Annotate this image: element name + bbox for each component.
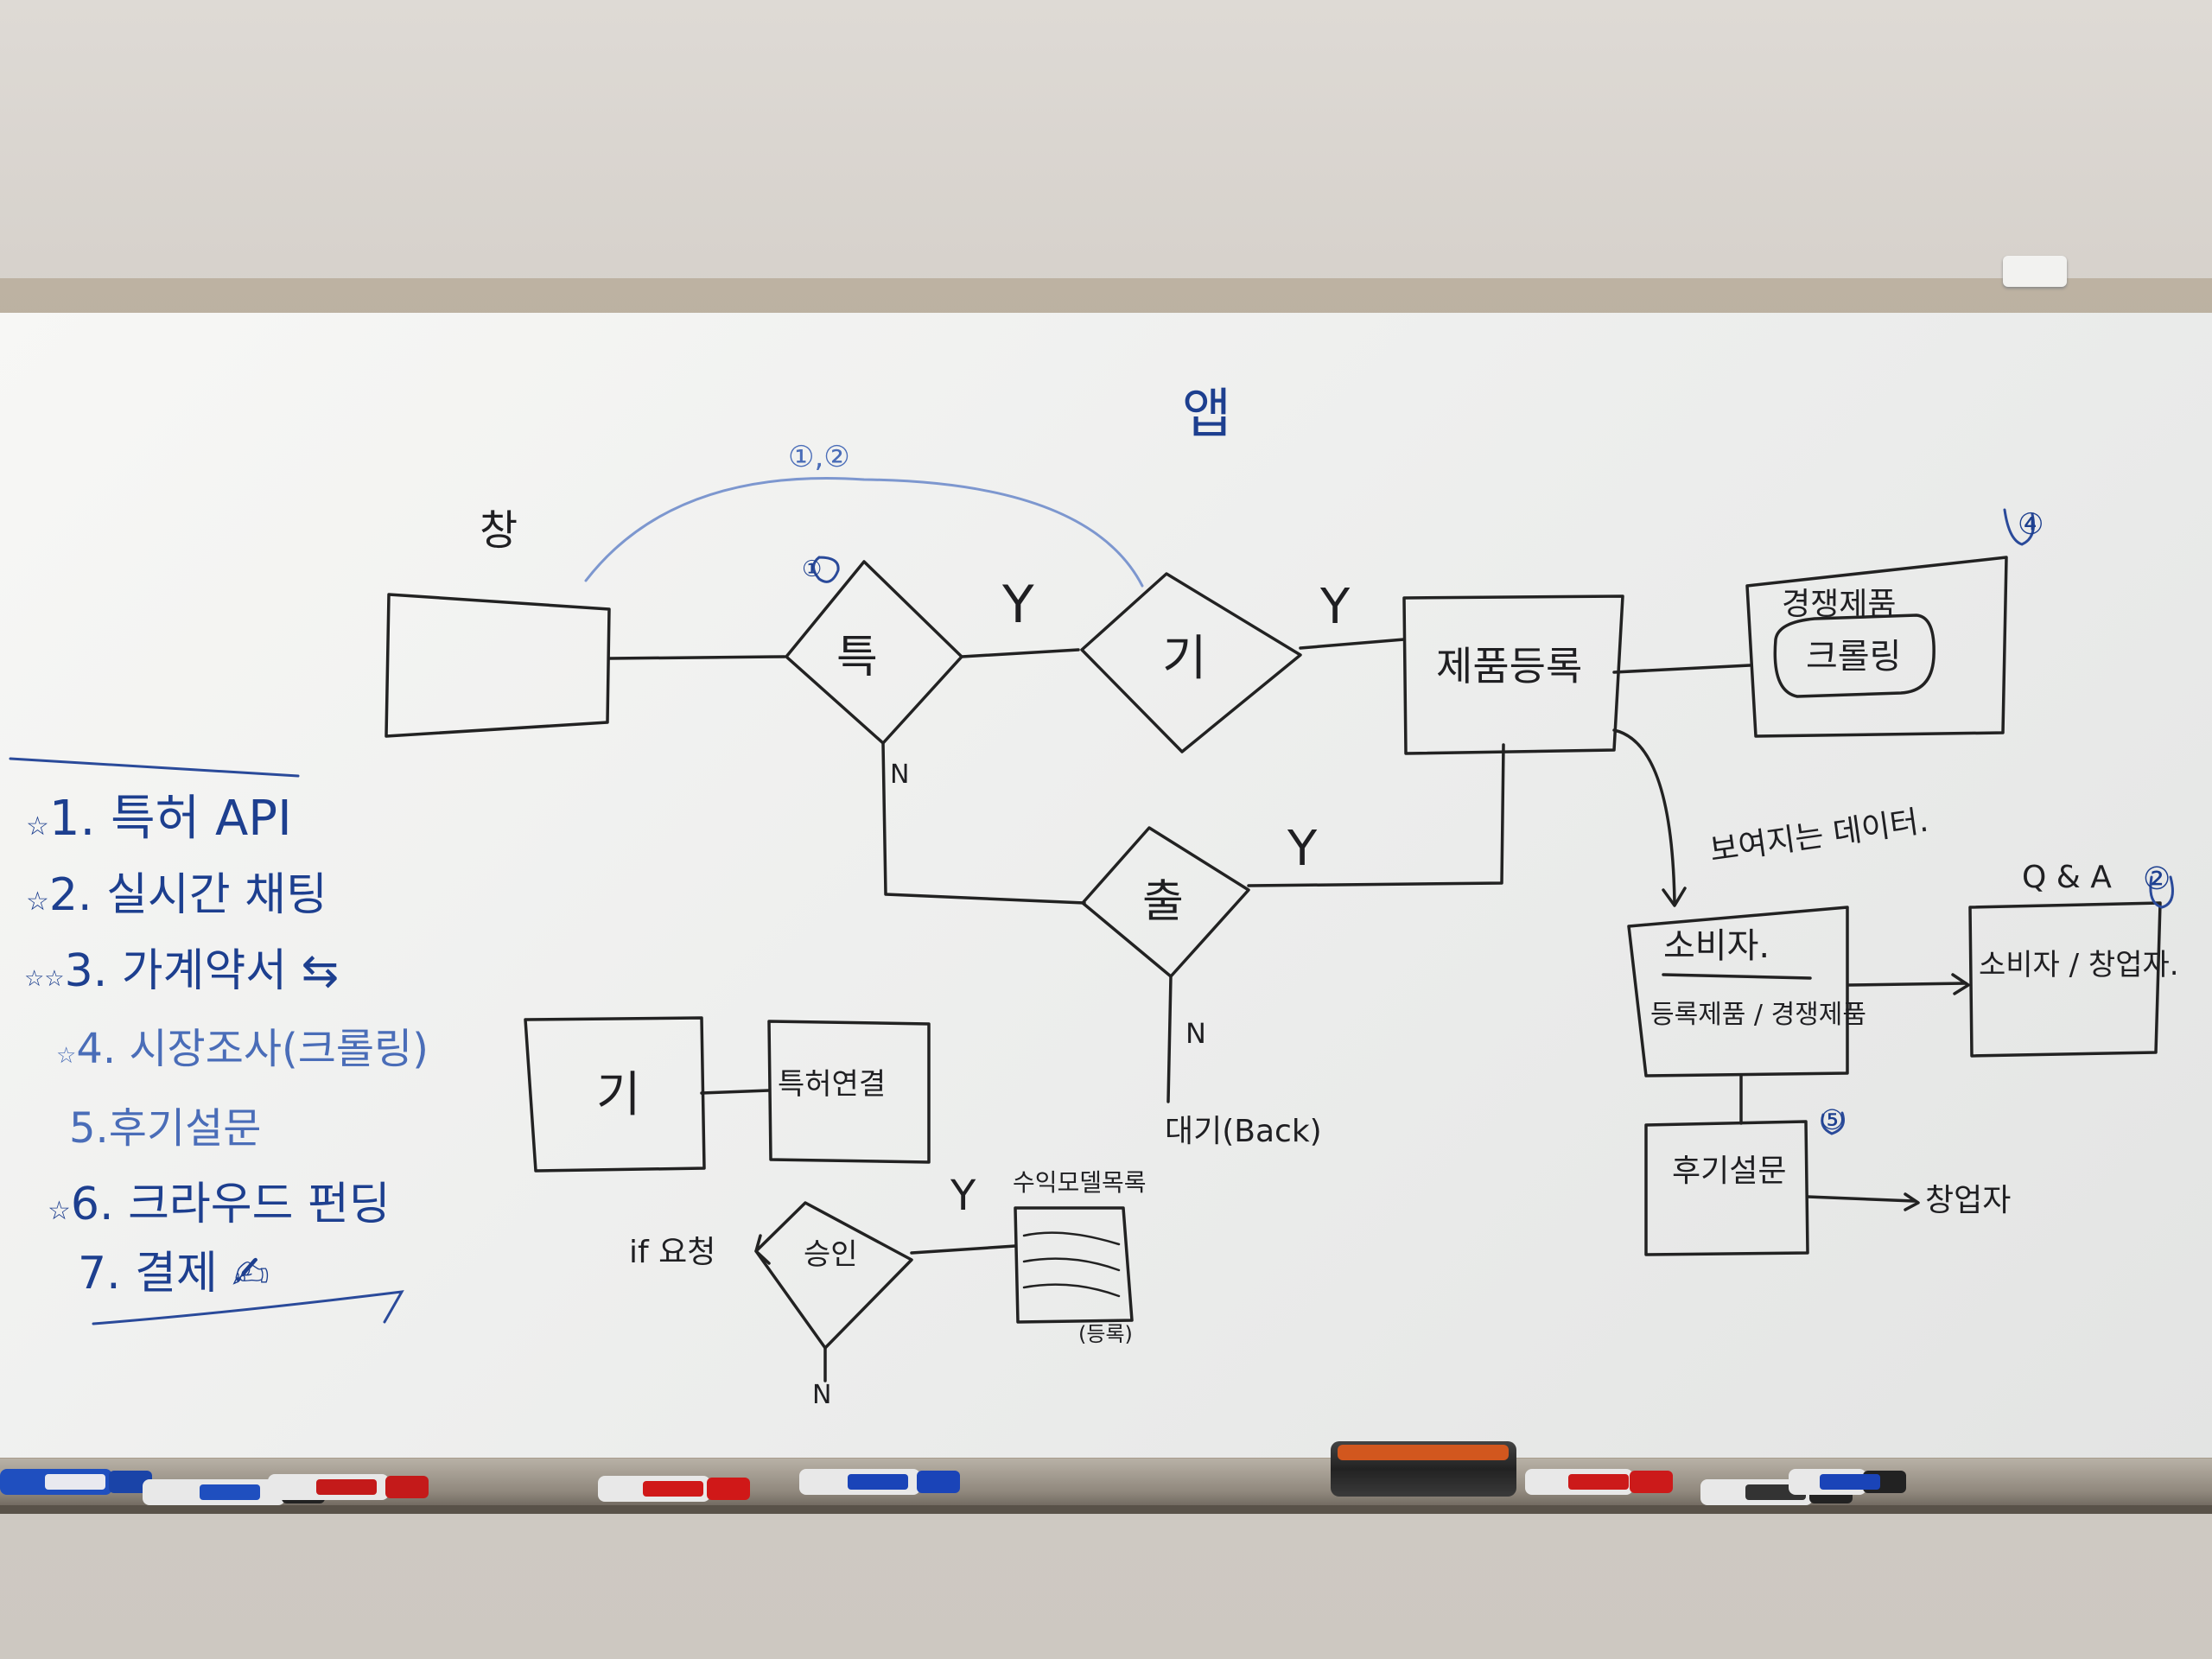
- doc-label: 수익모델목록: [1013, 1168, 1147, 1197]
- qa-body: 소비자 / 창업자.: [1979, 948, 2179, 982]
- product-box-label: 제품등록: [1436, 643, 1583, 690]
- review-box: [1644, 1120, 1809, 1256]
- todo-item-5: 5.후기설문: [69, 1104, 262, 1153]
- marker-icon[interactable]: [0, 1469, 152, 1495]
- doc-icon: [1014, 1206, 1134, 1324]
- out-diamond-label: 출: [1142, 876, 1184, 928]
- competitor-number-badge: ④: [2018, 507, 2044, 542]
- star-icon: ☆: [26, 887, 49, 917]
- clip-icon: [2003, 256, 2067, 287]
- approve-diamond-label: 승인: [804, 1237, 858, 1272]
- arc-label: ①,②: [788, 440, 850, 474]
- tech-diamond: [1080, 572, 1302, 753]
- title-text: 앱: [1182, 382, 1232, 445]
- tray-lip: [0, 1505, 2212, 1514]
- star-icon: ☆: [48, 1196, 71, 1226]
- review-number-badge: ⑤: [1820, 1103, 1845, 1136]
- yes-label-2: Y: [1320, 579, 1351, 635]
- consumer-box: [1627, 906, 1849, 1077]
- back-label: 대기(Back): [1165, 1114, 1322, 1149]
- crawling-box: [1773, 613, 1936, 698]
- consumer-body: 등록제품 / 경쟁제품: [1650, 1000, 1866, 1030]
- todo-item-3: ☆☆3. 가계약서 ⇆: [24, 945, 340, 997]
- tech-box-label: 기: [596, 1067, 641, 1123]
- eraser-icon[interactable]: [1331, 1441, 1516, 1497]
- marker-icon[interactable]: [1789, 1469, 1906, 1495]
- start-label: 창: [480, 506, 518, 555]
- star-icon: ☆: [26, 811, 49, 842]
- patent-link-label: 특허연결: [778, 1067, 887, 1102]
- star-icon: ☆: [56, 1043, 77, 1069]
- todo-item-7: 7. 결제 ✍: [78, 1248, 270, 1300]
- patent-diamond-label: 특: [836, 632, 878, 683]
- marker-icon[interactable]: [598, 1476, 750, 1502]
- todo-item-1: ☆1. 특허 API: [26, 791, 292, 847]
- tech-diamond-label: 기: [1162, 631, 1207, 687]
- todo-item-6: ☆6. 크라우드 펀딩: [48, 1179, 391, 1230]
- tech-box: [524, 1016, 706, 1173]
- todo-item-2: ☆2. 실시간 채팅: [26, 869, 327, 921]
- consumer-title: 소비자.: [1663, 926, 1770, 966]
- marker-icon[interactable]: [799, 1469, 960, 1495]
- crawling-label: 크롤링: [1806, 637, 1902, 677]
- marker-icon[interactable]: [143, 1479, 325, 1505]
- patent-no-label: N: [890, 760, 910, 790]
- connector-line: [607, 655, 786, 660]
- approve-yes-label: Y: [950, 1172, 976, 1220]
- review-box-label: 후기설문: [1672, 1154, 1787, 1189]
- out-no-label: N: [1185, 1017, 1206, 1050]
- qa-title: Q & A: [2022, 860, 2112, 895]
- approve-no-label: N: [812, 1380, 832, 1410]
- qa-number-badge: ②: [2143, 861, 2171, 897]
- qa-box: [1968, 901, 2162, 1058]
- marker-icon[interactable]: [1525, 1469, 1673, 1495]
- marker-icon[interactable]: [268, 1474, 429, 1500]
- yes-label-1: Y: [1002, 575, 1034, 635]
- patent-link-box: [767, 1020, 931, 1164]
- competitor-box: [1745, 556, 2008, 738]
- todo-item-4: ☆4. 시장조사(크롤링): [56, 1025, 429, 1073]
- competitor-title: 경쟁제품: [1782, 587, 1897, 622]
- start-box: [385, 593, 611, 738]
- product-box: [1402, 594, 1624, 755]
- reject-label: if 요청: [629, 1235, 716, 1270]
- founder-label: 창업자: [1925, 1183, 2012, 1218]
- patent-number-badge: ①: [802, 556, 823, 582]
- yes-label-3: Y: [1287, 821, 1318, 877]
- approve-diamond: [754, 1201, 913, 1350]
- doc-note: (등록): [1078, 1322, 1133, 1346]
- star-icon: ☆☆: [24, 966, 65, 992]
